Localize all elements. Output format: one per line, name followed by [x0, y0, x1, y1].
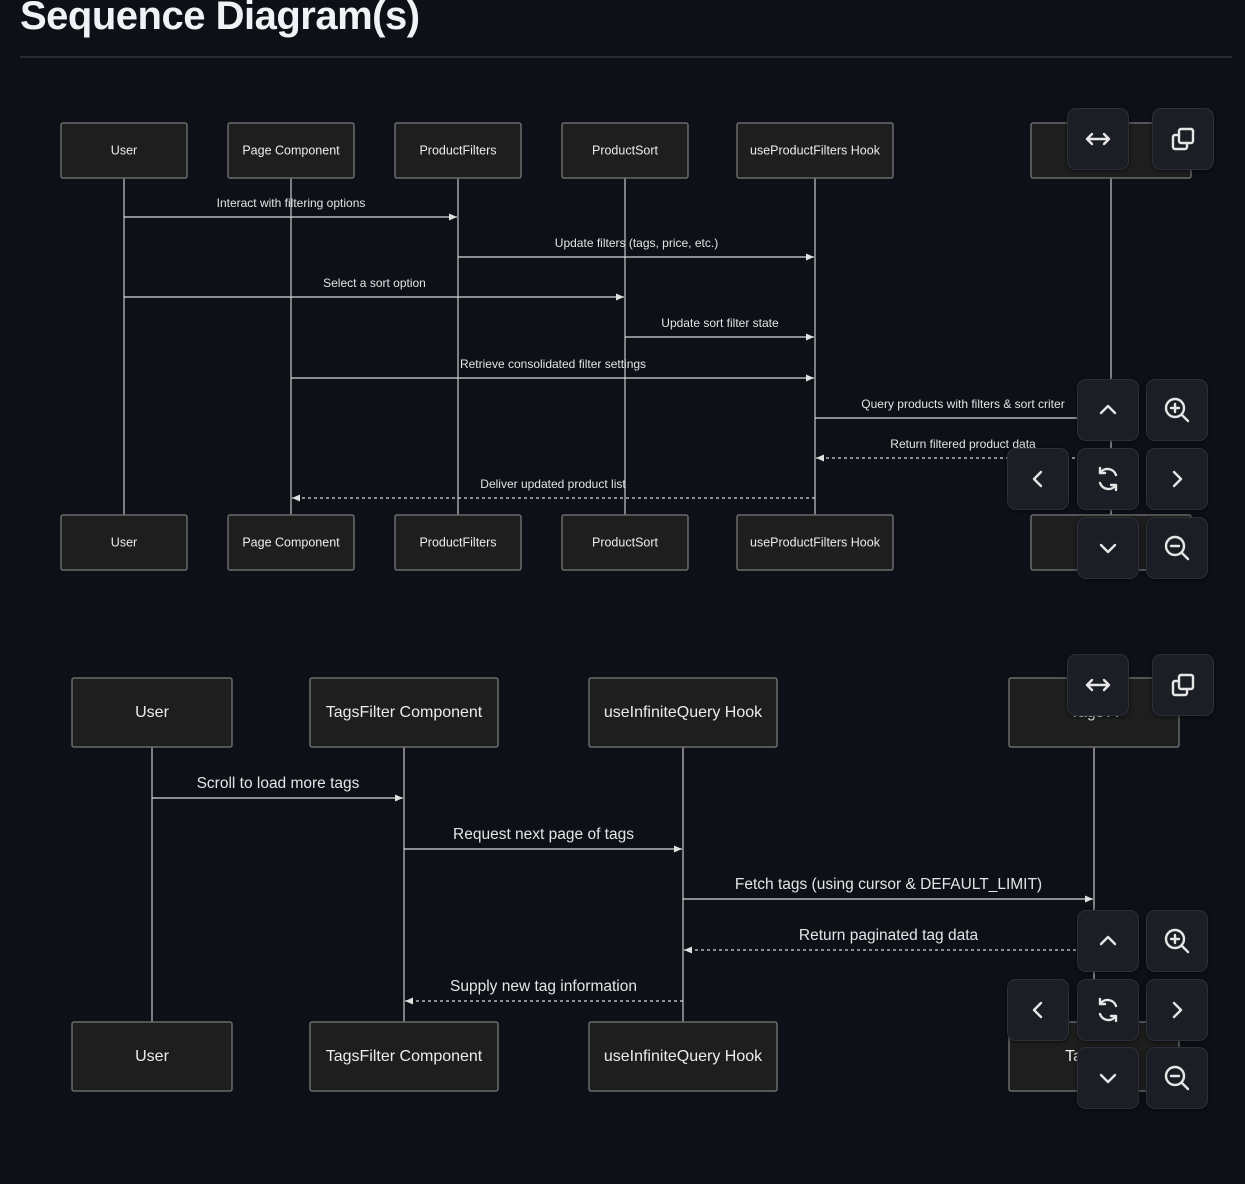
message-label: Update filters (tags, price, etc.)	[555, 236, 718, 250]
actor-box-bottom: User	[60, 514, 188, 571]
actor-box-bottom: useProductFilters Hook	[736, 514, 894, 571]
actor-box-bottom: Page Component	[227, 514, 355, 571]
message-label: Update sort filter state	[661, 316, 779, 330]
actor-box-top: useInfiniteQuery Hook	[588, 677, 778, 748]
actor-box-top: ProductSort	[561, 122, 689, 179]
actor-box-bottom: ProductSort	[561, 514, 689, 571]
actor-label: TagsFilter Component	[326, 704, 483, 721]
reset-view-button[interactable]	[1077, 979, 1139, 1041]
pan-up-button[interactable]	[1077, 910, 1139, 972]
reset-view-button[interactable]	[1077, 448, 1139, 510]
actor-label: ProductSort	[592, 536, 659, 550]
actor-label: TagsFilter Component	[326, 1048, 483, 1065]
copy-button[interactable]	[1152, 108, 1214, 170]
zoom-out-icon	[1164, 1065, 1190, 1091]
pan-down-button[interactable]	[1077, 1047, 1139, 1109]
zoom-out-button[interactable]	[1146, 1047, 1208, 1109]
copy-icon	[1171, 127, 1195, 151]
pan-up-icon	[1099, 935, 1117, 946]
zoom-in-button[interactable]	[1146, 379, 1208, 441]
actor-box-top: ProductFilters	[394, 122, 522, 179]
actor-label: ProductFilters	[419, 144, 496, 158]
pan-left-button[interactable]	[1007, 979, 1069, 1041]
expand-horizontal-button[interactable]	[1067, 654, 1129, 716]
message-label: Supply new tag information	[450, 978, 637, 995]
pan-right-icon	[1172, 470, 1183, 488]
title-divider	[20, 56, 1232, 58]
message-label: Return filtered product data	[890, 437, 1036, 451]
pan-left-button[interactable]	[1007, 448, 1069, 510]
message-label: Return paginated tag data	[799, 927, 979, 944]
actor-box-bottom: useInfiniteQuery Hook	[588, 1021, 778, 1092]
zoom-in-button[interactable]	[1146, 910, 1208, 972]
actor-label: User	[135, 704, 169, 721]
copy-button[interactable]	[1152, 654, 1214, 716]
message-label: Scroll to load more tags	[197, 775, 360, 792]
actor-label: useInfiniteQuery Hook	[604, 1048, 763, 1065]
page-title: Sequence Diagram(s)	[20, 0, 420, 38]
actor-box-top: User	[71, 677, 233, 748]
message-label: Fetch tags (using cursor & DEFAULT_LIMIT…	[735, 876, 1042, 893]
actor-box-bottom: TagsFilter Component	[309, 1021, 499, 1092]
pan-left-icon	[1032, 470, 1043, 488]
zoom-out-icon	[1164, 535, 1190, 561]
zoom-out-button[interactable]	[1146, 517, 1208, 579]
reset-icon	[1098, 466, 1118, 492]
actor-label: User	[111, 536, 137, 550]
pan-down-icon	[1099, 1073, 1117, 1084]
actor-label: User	[135, 1048, 169, 1065]
reset-icon	[1098, 997, 1118, 1023]
actor-box-top: Page Component	[227, 122, 355, 179]
zoom-in-icon	[1164, 928, 1190, 954]
message-label: Select a sort option	[323, 276, 426, 290]
message-label: Retrieve consolidated filter settings	[460, 357, 646, 371]
actor-label: useInfiniteQuery Hook	[604, 704, 763, 721]
pan-down-button[interactable]	[1077, 517, 1139, 579]
expand-horizontal-button[interactable]	[1067, 108, 1129, 170]
pan-up-button[interactable]	[1077, 379, 1139, 441]
message-label: Interact with filtering options	[217, 196, 366, 210]
actor-box-top: TagsFilter Component	[309, 677, 499, 748]
actor-label: useProductFilters Hook	[750, 144, 881, 158]
pan-up-icon	[1099, 404, 1117, 415]
expand-horizontal-icon	[1085, 678, 1111, 692]
actor-label: useProductFilters Hook	[750, 536, 881, 550]
expand-horizontal-icon	[1085, 132, 1111, 146]
message-label: Query products with filters & sort crite…	[861, 397, 1064, 411]
actor-box-top: User	[60, 122, 188, 179]
actor-label: User	[111, 144, 137, 158]
pan-right-button[interactable]	[1146, 448, 1208, 510]
actor-label: Page Component	[242, 536, 340, 550]
actor-box-bottom: User	[71, 1021, 233, 1092]
message-label: Request next page of tags	[453, 826, 634, 843]
pan-right-button[interactable]	[1146, 979, 1208, 1041]
copy-icon	[1171, 673, 1195, 697]
actor-label: ProductSort	[592, 144, 659, 158]
pan-right-icon	[1172, 1001, 1183, 1019]
actor-label: Page Component	[242, 144, 340, 158]
pan-down-icon	[1099, 543, 1117, 554]
message-label: Deliver updated product list	[480, 477, 626, 491]
actor-label: ProductFilters	[419, 536, 496, 550]
actor-box-bottom: ProductFilters	[394, 514, 522, 571]
pan-left-icon	[1032, 1001, 1043, 1019]
zoom-in-icon	[1164, 397, 1190, 423]
actor-box-top: useProductFilters Hook	[736, 122, 894, 179]
